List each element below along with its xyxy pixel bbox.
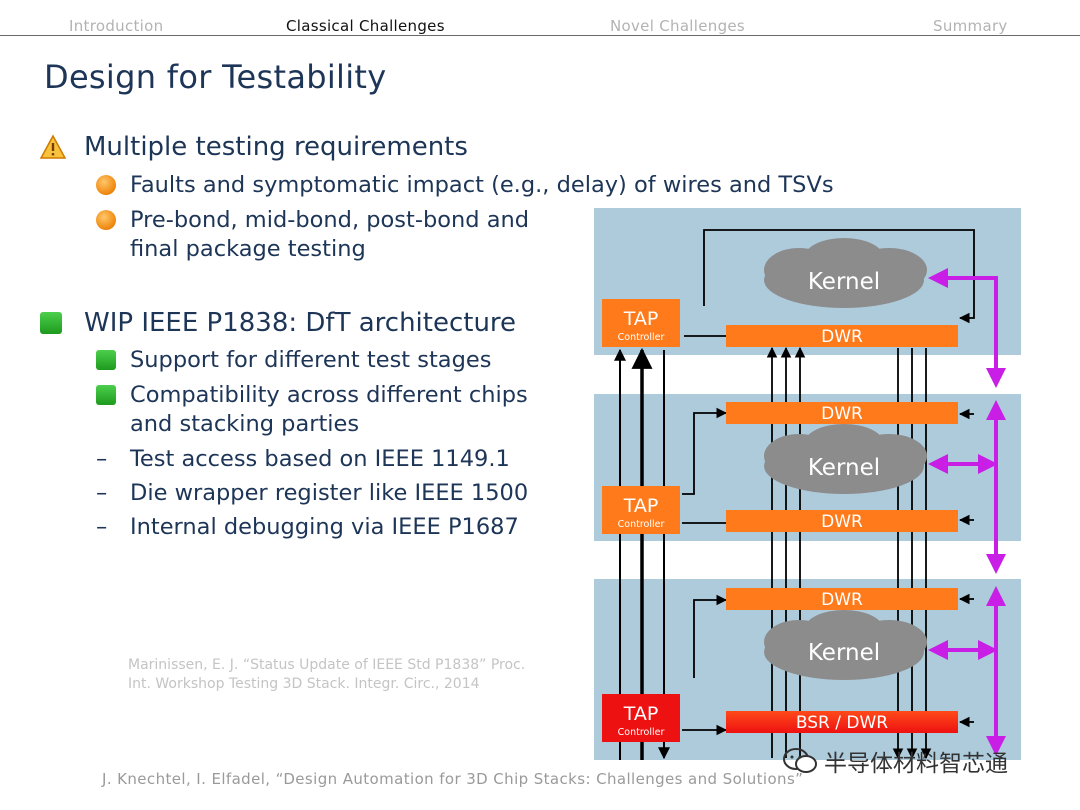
tap-sub-middle: Controller (618, 519, 665, 530)
dash-glyph: – (96, 480, 108, 506)
reference-line1: Marinissen, E. J. “Status Update of IEEE… (128, 657, 526, 673)
watermark-text: 半导体材料智芯通 (824, 751, 1008, 777)
dwr-bar-top (726, 325, 958, 347)
reference-citation: Marinissen, E. J. “Status Update of IEEE… (128, 656, 525, 694)
nav-item-summary[interactable]: Summary (933, 17, 1008, 35)
kernel-label-middle: Kernel (808, 455, 880, 481)
kernel-middle (764, 424, 927, 494)
dash-text: Test access based on IEEE 1149.1 (130, 446, 510, 472)
dwr-label-middle-lower: DWR (821, 512, 863, 532)
reference-line2: Int. Workshop Testing 3D Stack. Integr. … (128, 676, 480, 692)
debug-bus (928, 268, 1006, 756)
bullet-text: WIP IEEE P1838: DfT architecture (84, 308, 517, 338)
orange-circle-arrow-icon (96, 175, 116, 195)
green-square-arrow-icon (40, 312, 62, 334)
dwr-bar-bottom (726, 588, 958, 610)
dwr-bar-middle-lower (726, 510, 958, 532)
bsr-dwr-bar (726, 711, 958, 733)
tap-label-top: TAP (623, 308, 659, 330)
bullet-ieee-p1838: WIP IEEE P1838: DfT architecture (40, 308, 516, 338)
diagram-svg: Kernel Kernel Kernel DWR DWR DWR DWR BSR… (594, 208, 1021, 760)
kernel-label-bottom: Kernel (808, 640, 880, 666)
nav-item-classical-challenges[interactable]: Classical Challenges (286, 17, 445, 35)
tap-sub-top: Controller (618, 332, 665, 343)
kernel-bottom (764, 610, 927, 680)
kernel-top (764, 238, 927, 308)
dash-glyph: – (96, 446, 108, 472)
sub-bullet-text-line2: and stacking parties (130, 411, 360, 437)
dwr-label-middle-upper: DWR (821, 404, 863, 424)
sub-bullet-text-line1: Pre-bond, mid-bond, post-bond and (130, 207, 530, 233)
kernel-label-top: Kernel (808, 269, 880, 295)
tap-label-middle: TAP (623, 495, 659, 517)
sub-bullet-text-line2: final package testing (130, 236, 366, 262)
section-nav: Introduction Classical Challenges Novel … (0, 0, 1080, 36)
footer-citation: J. Knechtel, I. Elfadel, “Design Automat… (102, 770, 804, 788)
slide-title: Design for Testability (44, 58, 387, 96)
p1838-architecture-diagram: Kernel Kernel Kernel DWR DWR DWR DWR BSR… (594, 208, 1021, 760)
dwr-label-top: DWR (821, 327, 863, 347)
warning-icon (40, 134, 66, 159)
dash-text: Die wrapper register like IEEE 1500 (130, 480, 529, 506)
bsr-dwr-label: BSR / DWR (796, 713, 888, 733)
tap-sub-bottom: Controller (618, 727, 665, 738)
orange-circle-arrow-icon (96, 210, 116, 230)
wechat-icon (783, 748, 817, 773)
green-square-arrow-icon (96, 385, 116, 405)
nav-item-novel-challenges[interactable]: Novel Challenges (610, 17, 746, 35)
green-square-arrow-icon (96, 350, 116, 370)
tap-controller-top (602, 299, 680, 347)
bullet-multiple-testing: Multiple testing requirements (40, 132, 468, 162)
dwr-bar-middle-upper (726, 402, 958, 424)
bullet-text: Multiple testing requirements (84, 132, 468, 162)
sub-bullet-text: Faults and symptomatic impact (e.g., del… (130, 172, 834, 198)
sub-bullet-text: Support for different test stages (130, 347, 492, 373)
tap-controller-middle (602, 486, 680, 534)
dash-text: Internal debugging via IEEE P1687 (130, 514, 519, 540)
tap-label-bottom: TAP (623, 703, 659, 725)
watermark: 半导体材料智芯通 (782, 744, 1008, 778)
nav-item-introduction[interactable]: Introduction (69, 17, 164, 35)
tap-controller-bottom (602, 694, 680, 742)
sub-bullet-text-line1: Compatibility across different chips (130, 382, 528, 408)
dash-glyph: – (96, 514, 108, 540)
dwr-label-bottom: DWR (821, 590, 863, 610)
